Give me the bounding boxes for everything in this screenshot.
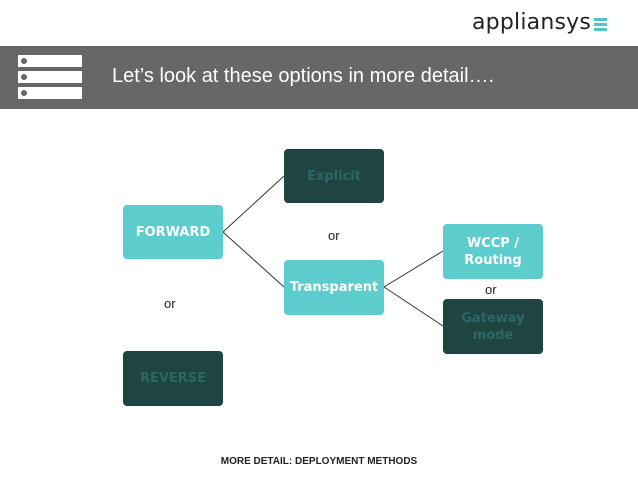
link-forward-explicit bbox=[222, 175, 285, 233]
or-label-explicit-transparent: or bbox=[328, 228, 340, 243]
page-title: Let’s look at these options in more deta… bbox=[112, 65, 495, 87]
link-transparent-gateway bbox=[383, 286, 444, 327]
appliansys-logo: appliansys bbox=[472, 10, 608, 35]
or-label-forward-reverse: or bbox=[164, 296, 176, 311]
logo-text: appliansys bbox=[472, 10, 592, 35]
title-banner: Let’s look at these options in more deta… bbox=[0, 46, 638, 109]
reverse-node: REVERSE bbox=[123, 351, 223, 406]
explicit-node: Explicit bbox=[284, 149, 384, 203]
forward-node: FORWARD bbox=[123, 205, 223, 259]
footer-caption: MORE DETAIL: DEPLOYMENT METHODS bbox=[220, 456, 418, 467]
logo-stripes-icon bbox=[594, 17, 608, 31]
server-stack-icon bbox=[18, 55, 82, 99]
or-label-wccp-gateway: or bbox=[485, 282, 497, 297]
gateway-mode-node: Gateway mode bbox=[443, 299, 543, 354]
wccp-routing-node: WCCP / Routing bbox=[443, 224, 543, 279]
link-forward-transparent bbox=[222, 231, 285, 288]
link-transparent-wccp bbox=[383, 250, 444, 288]
transparent-node: Transparent bbox=[284, 260, 384, 315]
